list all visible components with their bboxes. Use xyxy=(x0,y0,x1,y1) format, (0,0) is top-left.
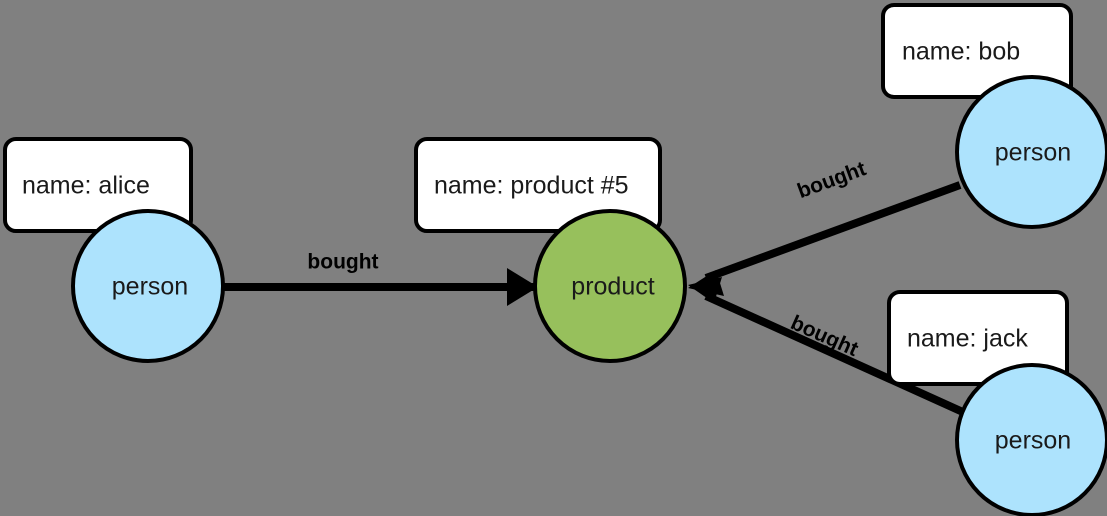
edge-line xyxy=(704,292,967,417)
tooltip-label-product5: name: product #5 xyxy=(434,172,629,200)
tooltip-label-jack: name: jack xyxy=(907,325,1028,353)
node-circle-product5[interactable] xyxy=(533,209,687,363)
node-product5[interactable]: name: product #5 product xyxy=(414,137,687,363)
node-type-label-bob: person xyxy=(995,139,1071,167)
tooltip-label-bob: name: bob xyxy=(902,38,1020,66)
edge-bob-bought-product[interactable] xyxy=(688,181,962,303)
arrowhead-icon xyxy=(688,270,724,296)
node-type-label-alice: person xyxy=(112,273,188,301)
arrowhead-icon xyxy=(507,268,538,306)
edges-layer xyxy=(224,181,967,417)
edge-line xyxy=(704,181,962,282)
tooltip-label-alice: name: alice xyxy=(22,172,150,200)
node-circle-jack[interactable] xyxy=(955,363,1107,516)
tooltip-box-product5 xyxy=(414,137,662,233)
node-circle-alice[interactable] xyxy=(71,209,225,363)
node-alice[interactable]: name: alice person xyxy=(3,137,225,363)
node-circle-bob[interactable] xyxy=(955,75,1107,229)
tooltip-box-jack xyxy=(887,290,1069,386)
edge-jack-bought-product[interactable] xyxy=(688,270,967,417)
node-bob[interactable]: name: bob person xyxy=(881,3,1107,229)
edge-label-bob-bought: bought xyxy=(794,157,869,203)
edge-alice-bought-product[interactable] xyxy=(224,268,538,306)
node-type-label-product5: product xyxy=(571,273,654,301)
node-type-label-jack: person xyxy=(995,427,1071,455)
edge-label-alice-bought: bought xyxy=(307,251,378,274)
tooltip-box-bob xyxy=(881,3,1073,99)
node-jack[interactable]: name: jack person xyxy=(887,290,1107,516)
